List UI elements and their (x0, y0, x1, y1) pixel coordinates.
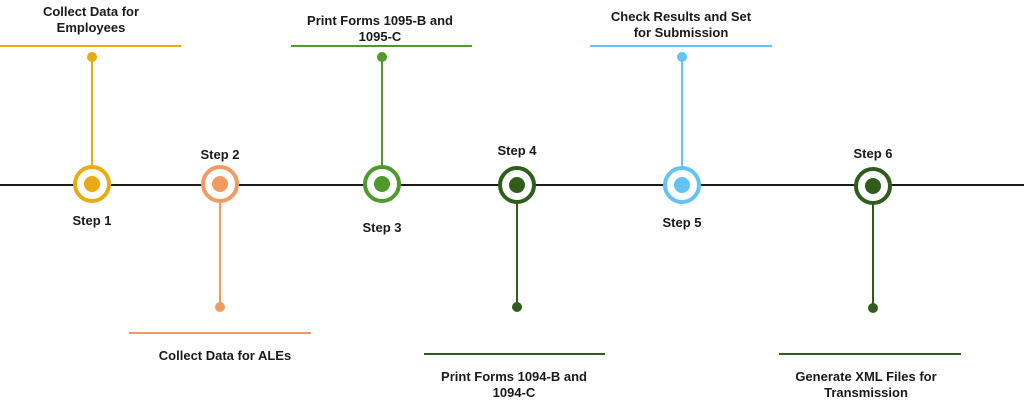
step-6-end-dot (868, 303, 878, 313)
step-1-description: Collect Data for Employees (0, 4, 191, 36)
step-4-label: Step 4 (497, 143, 537, 158)
step-2-description: Collect Data for ALEs (125, 348, 325, 364)
step-6-label: Step 6 (853, 146, 893, 161)
step-2-label: Step 2 (200, 147, 240, 162)
step-3-center-dot (374, 176, 390, 192)
step-5-description-line-1: Check Results and Set (610, 9, 752, 24)
step-1-label: Step 1 (72, 213, 112, 228)
step-5-end-dot (677, 52, 687, 62)
step-5-center-dot (674, 177, 690, 193)
step-1-description-line-2: Employees (56, 20, 126, 35)
step-3-description-line-2: 1095-C (358, 29, 402, 44)
step-6-center-dot (865, 178, 881, 194)
step-3-end-dot (377, 52, 387, 62)
step-2-description-line-1: Collect Data for ALEs (158, 348, 292, 363)
step-4-description: Print Forms 1094-B and 1094-C (414, 369, 614, 401)
step-2-center-dot (212, 176, 228, 192)
timeline-step-4 (424, 166, 605, 355)
step-6-description: Generate XML Files for Transmission (766, 369, 966, 401)
step-4-description-line-2: 1094-C (492, 385, 536, 400)
step-1-center-dot (84, 176, 100, 192)
step-5-description: Check Results and Set for Submission (581, 9, 781, 41)
step-5-label: Step 5 (662, 215, 702, 230)
step-1-end-dot (87, 52, 97, 62)
timeline-step-1 (0, 45, 181, 203)
step-1-description-line-1: Collect Data for (42, 4, 140, 19)
step-3-description: Print Forms 1095-B and 1095-C (280, 13, 480, 45)
step-4-end-dot (512, 302, 522, 312)
timeline-step-5 (590, 45, 772, 204)
step-5-description-line-2: for Submission (633, 25, 729, 40)
step-2-end-dot (215, 302, 225, 312)
step-4-description-line-1: Print Forms 1094-B and (441, 369, 587, 384)
step-3-label: Step 3 (362, 220, 402, 235)
timeline-step-2 (129, 165, 311, 334)
step-6-description-line-2: Transmission (824, 385, 908, 400)
step-3-description-line-1: Print Forms 1095-B and (307, 13, 453, 28)
step-6-description-line-1: Generate XML Files for (795, 369, 937, 384)
timeline-step-6 (779, 167, 961, 355)
timeline-step-3 (291, 45, 472, 203)
step-4-center-dot (509, 177, 525, 193)
